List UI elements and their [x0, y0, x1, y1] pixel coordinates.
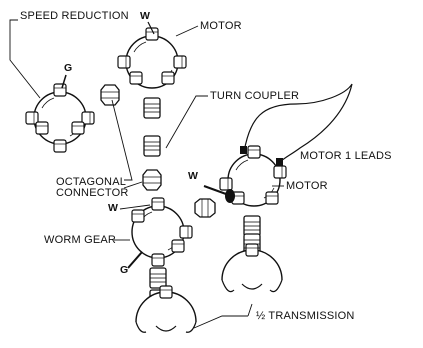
coupler-2	[144, 136, 160, 156]
speed-reduction-hub	[26, 84, 94, 152]
marker-g-bottom: G	[120, 264, 128, 276]
coupler-1	[144, 98, 160, 118]
label-motor-right: MOTOR	[286, 180, 328, 192]
octagonal-connector-right	[195, 199, 215, 217]
leader-turn-coupler	[166, 96, 208, 148]
half-transmission-right	[222, 244, 282, 292]
leader-w-mid	[120, 205, 150, 209]
marker-g-left: G	[64, 62, 72, 74]
motor-lead-terminal-right	[276, 158, 283, 166]
w-right-black-port	[225, 189, 235, 203]
label-half-transmission: ½ TRANSMISSION	[256, 310, 355, 322]
coupler-5	[244, 216, 260, 236]
leader-half-transmission-2	[248, 304, 252, 316]
coupler-3	[150, 268, 166, 288]
leader-motor-top	[176, 26, 198, 36]
label-worm-gear: WORM GEAR	[44, 234, 116, 246]
leader-half-transmission	[194, 316, 248, 328]
worm-gear-hub	[132, 198, 192, 266]
motor-lead-terminal-left	[240, 146, 247, 154]
octagonal-connector-upper	[101, 85, 119, 105]
half-transmission-left	[136, 286, 196, 332]
label-speed-reduction: SPEED REDUCTION	[20, 10, 129, 22]
marker-w-mid: W	[108, 202, 118, 214]
marker-w-right: W	[188, 170, 198, 182]
marker-w-top: W	[140, 10, 150, 22]
label-motor-top: MOTOR	[200, 20, 242, 32]
g-bottom-pointer	[128, 252, 142, 268]
leader-octagonal	[112, 100, 132, 180]
octagonal-connector-center	[143, 170, 161, 190]
label-octagonal-line2: CONNECTOR	[56, 187, 129, 199]
motor-top-hub	[118, 28, 186, 88]
label-motor-1-leads: MOTOR 1 LEADS	[300, 150, 392, 162]
leader-speed-reduction	[10, 20, 40, 98]
label-turn-coupler: TURN COUPLER	[210, 90, 299, 102]
